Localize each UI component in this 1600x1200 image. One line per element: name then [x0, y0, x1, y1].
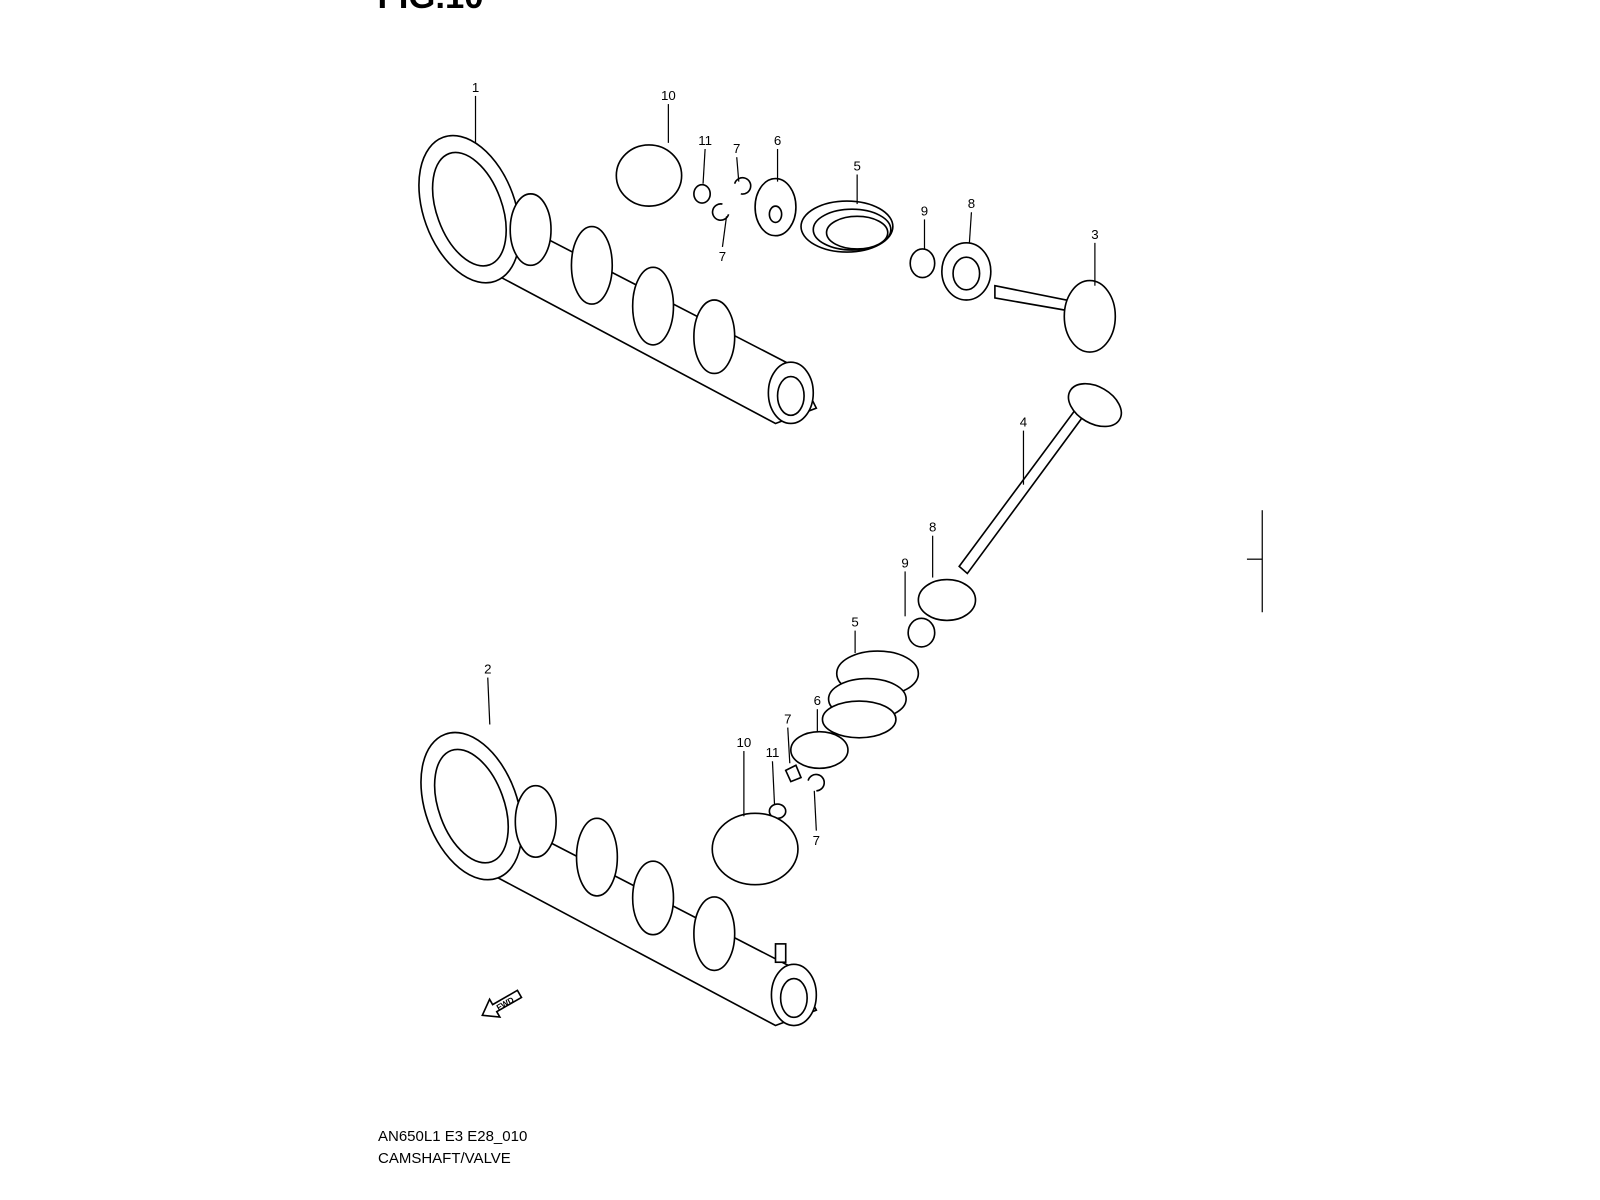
cotter-7 — [711, 176, 752, 221]
callout-11: 11 — [698, 133, 712, 148]
callout-10: 10 — [661, 88, 676, 103]
retainer-6b — [790, 730, 849, 770]
callout-7: 7 — [733, 141, 740, 156]
camshaft-1 — [418, 134, 818, 425]
callout-9: 9 — [901, 555, 908, 570]
callout-8: 8 — [929, 520, 936, 535]
diagram-caption: CAMSHAFT/VALVE — [378, 1150, 511, 1167]
shim-11 — [693, 183, 712, 204]
callout-9: 9 — [921, 203, 928, 218]
valve-3-stem — [994, 284, 1073, 313]
valve-3-head — [1063, 279, 1117, 353]
callout-layer: 1 10 11 7 6 5 9 8 3 7 4 8 9 5 6 7 10 11 7 2 — [472, 80, 1099, 848]
tappet-10 — [615, 144, 683, 207]
callout-6: 6 — [814, 693, 821, 708]
cotter-7b — [784, 764, 825, 792]
valve-train-top — [615, 144, 1117, 353]
spring-5 — [800, 200, 894, 253]
callout-2: 2 — [484, 661, 491, 676]
callout-leader — [702, 148, 706, 184]
figure-title: FIG.10 — [378, 0, 484, 16]
callout-5: 5 — [853, 158, 860, 173]
model-code: AN650L1 E3 E28_010 — [378, 1128, 528, 1145]
callout-7: 7 — [719, 249, 726, 264]
fwd-arrow: FWD — [481, 989, 523, 1018]
callout-10: 10 — [737, 735, 752, 750]
callout-leader — [487, 677, 491, 725]
callout-8: 8 — [968, 196, 975, 211]
seal-9b — [907, 617, 936, 648]
seal-9 — [909, 248, 936, 279]
callout-leader — [968, 212, 973, 243]
callout-leader — [771, 761, 776, 805]
callout-7: 7 — [813, 833, 820, 848]
callout-1: 1 — [472, 80, 479, 95]
callout-3: 3 — [1091, 227, 1098, 242]
callout-leader — [787, 727, 791, 764]
callout-5: 5 — [851, 615, 858, 630]
valve-4-head — [1067, 382, 1123, 428]
callout-leader — [813, 790, 817, 831]
callout-leader — [721, 216, 728, 248]
callout-11: 11 — [766, 745, 780, 760]
valve-4-stem — [958, 407, 1086, 575]
callout-leader — [736, 157, 740, 182]
camshaft-2 — [420, 731, 818, 1027]
valve-train-bottom — [711, 382, 1123, 886]
callout-7: 7 — [784, 711, 791, 726]
spring-5b — [821, 650, 920, 739]
callout-6: 6 — [774, 133, 781, 148]
callout-4: 4 — [1020, 415, 1027, 430]
seat-8b — [917, 578, 977, 622]
tappet-10b — [711, 812, 799, 886]
